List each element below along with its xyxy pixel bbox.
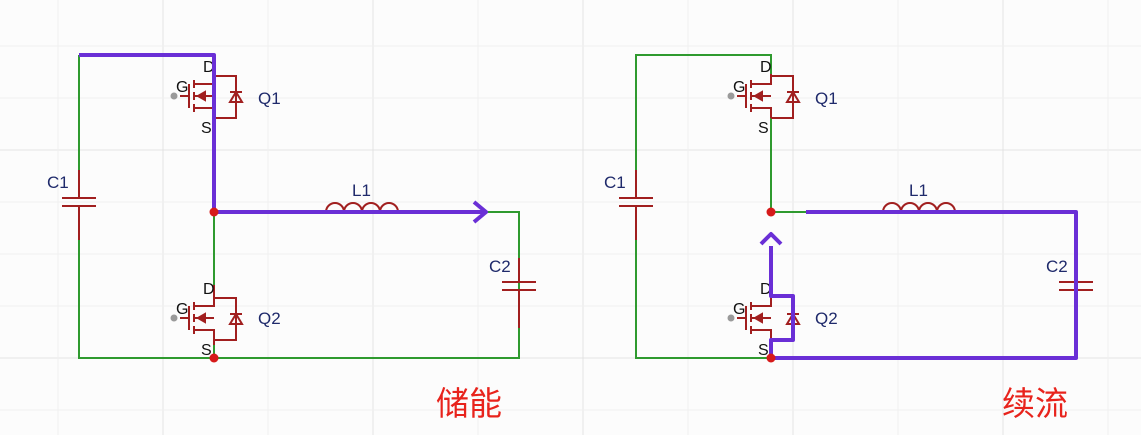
q2-gate-terminal — [727, 314, 735, 322]
c2-capacitor — [502, 258, 536, 328]
c1-label: C1 — [604, 173, 626, 192]
q2-mosfet — [737, 296, 801, 340]
q2-gate-label: G — [176, 301, 188, 318]
q2-drain-label: D — [203, 281, 215, 298]
q2-gate-terminal — [170, 314, 178, 322]
wires — [635, 54, 806, 359]
q1-mosfet — [737, 74, 801, 119]
q1-gate-terminal — [727, 92, 735, 100]
switch-node — [209, 207, 219, 217]
panel-charging: C1 C2 L1 G D S Q — [47, 53, 536, 423]
q2-mosfet — [180, 285, 244, 345]
c1-label: C1 — [47, 173, 69, 192]
wires — [78, 55, 520, 359]
q1-gate-terminal — [170, 92, 178, 100]
l1-label: L1 — [352, 181, 371, 200]
mode-label: 续流 — [1002, 384, 1068, 423]
panel-freewheeling: C1 C2 L1 G D S Q1 — [604, 54, 1093, 423]
q2-drain-label: D — [760, 281, 772, 298]
c2-label: C2 — [489, 257, 511, 276]
q2-label: Q2 — [258, 309, 281, 328]
c1-capacitor — [619, 170, 653, 240]
current-path — [79, 53, 488, 224]
q1-label: Q1 — [258, 89, 281, 108]
q1-mosfet — [180, 74, 244, 119]
q1-drain-label: D — [760, 59, 772, 76]
mode-label: 储能 — [436, 384, 502, 423]
c1-capacitor — [62, 170, 96, 240]
q1-source-label: S — [758, 120, 769, 137]
q2-label: Q2 — [815, 309, 838, 328]
q1-source-label: S — [201, 120, 212, 137]
q1-gate-label: G — [733, 79, 745, 96]
q2-gate-label: G — [733, 301, 745, 318]
l1-label: L1 — [909, 181, 928, 200]
q2-source-label: S — [758, 342, 769, 359]
q2-source-label: S — [201, 342, 212, 359]
q1-gate-label: G — [176, 79, 188, 96]
current-path — [759, 210, 1078, 360]
ground-node — [209, 353, 219, 363]
q1-drain-label: D — [203, 59, 215, 76]
q1-label: Q1 — [815, 89, 838, 108]
switch-node — [766, 207, 776, 217]
ground-node — [766, 353, 776, 363]
c2-label: C2 — [1046, 257, 1068, 276]
